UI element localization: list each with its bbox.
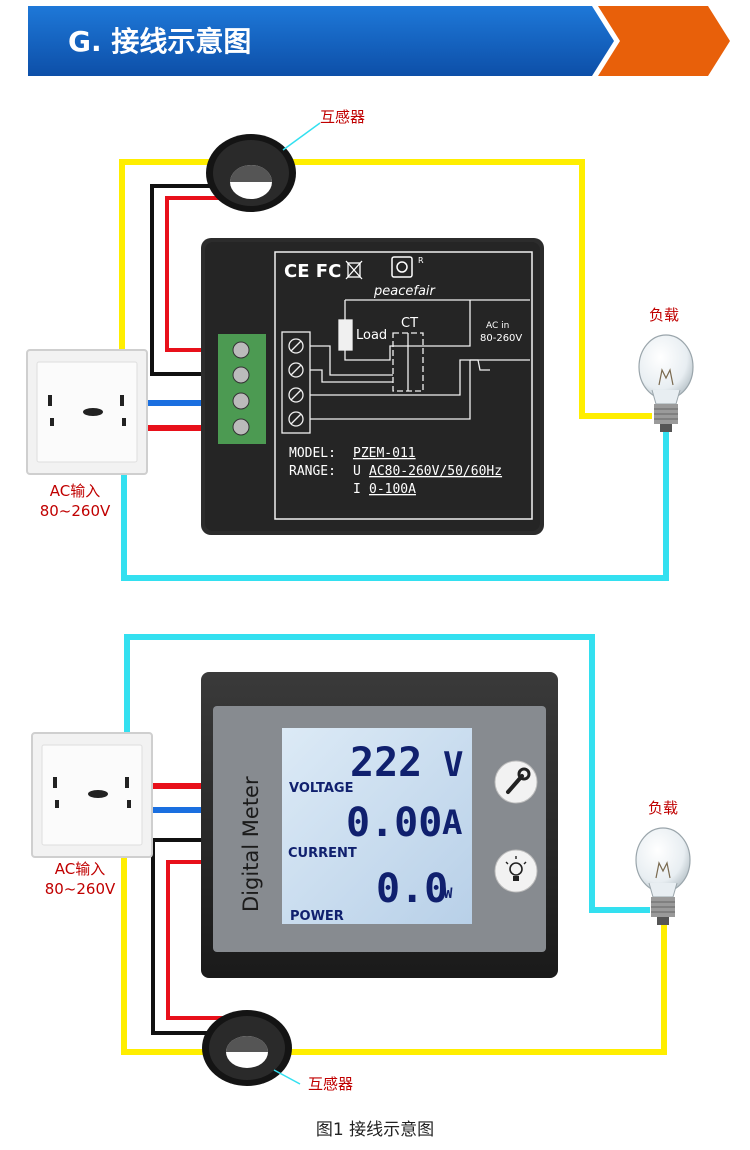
power-label: POWER	[290, 909, 344, 924]
ct-black-lead	[151, 838, 228, 1035]
current-transformer	[202, 1010, 292, 1086]
power-unit: W	[444, 886, 453, 902]
load-label: 负载	[648, 799, 678, 817]
ac-input-label: AC输入	[50, 482, 100, 500]
range-u-value: AC80-260V/50/60Hz	[369, 464, 502, 479]
ct-pointer-line	[273, 1069, 301, 1085]
ac-input-label: AC输入	[55, 860, 105, 878]
wall-socket	[26, 349, 148, 475]
ct-label: 互感器	[320, 108, 365, 126]
bulb-icon	[505, 856, 527, 881]
figure-caption: 图1 接线示意图	[316, 1120, 434, 1140]
backlight-button[interactable]	[494, 849, 538, 893]
ac-input-range: 80~260V	[45, 880, 116, 898]
current-label: CURRENT	[288, 846, 357, 861]
yellow-wire	[119, 159, 652, 419]
wall-socket	[31, 732, 153, 858]
meter-side-title: Digital Meter	[239, 776, 263, 912]
load-label: 负载	[649, 306, 679, 324]
cyan-wire	[124, 634, 650, 913]
power-reading: 0.0	[376, 866, 448, 912]
ct-label: 互感器	[308, 1075, 353, 1093]
voltage-reading: 222	[350, 740, 422, 786]
top-wiring-diagram: 互感器 AC输入 80~260V CE FC	[26, 108, 694, 581]
header-blue-band	[28, 6, 614, 76]
light-bulb-icon	[635, 827, 691, 925]
ct-black-lead	[150, 184, 242, 376]
weee-bin-icon	[347, 262, 361, 278]
range-u-prefix: U	[353, 464, 361, 479]
current-transformer	[206, 134, 296, 212]
voltage-unit: V	[443, 745, 463, 785]
peacefair-logo-icon	[391, 256, 413, 278]
range-i-prefix: I	[353, 482, 361, 497]
yellow-wire	[121, 808, 667, 1055]
ct-pointer-line	[282, 122, 321, 151]
schematic-ac-in-text: AC in	[486, 321, 509, 331]
model-label: MODEL:	[289, 446, 336, 461]
header-orange-arrow	[598, 6, 730, 76]
cyan-wire	[121, 430, 669, 581]
schematic-ac-in-range: 80-260V	[480, 333, 522, 344]
range-label: RANGE:	[289, 464, 336, 479]
ct-red-lead	[166, 860, 238, 1020]
wrench-icon	[506, 767, 531, 794]
model-value: PZEM-011	[353, 446, 416, 461]
lcd-screen	[282, 728, 472, 924]
certification-marks: CE FC	[284, 261, 341, 282]
current-unit: A	[442, 803, 462, 843]
settings-button[interactable]	[494, 760, 538, 804]
brand-name: peacefair	[373, 284, 437, 299]
meter-front: Digital Meter 222 V VOLTAGE 0.00 A CURRE…	[201, 672, 558, 978]
internal-schematic	[281, 299, 530, 434]
header-banner: G. 接线示意图	[28, 6, 730, 76]
current-reading: 0.00	[346, 800, 442, 846]
brand-registered-mark: R	[418, 256, 424, 265]
meter-back-panel: CE FC R peacefair	[201, 238, 544, 535]
schematic-load-text: Load	[356, 328, 387, 343]
section-title: G. 接线示意图	[68, 25, 251, 58]
light-bulb-icon	[638, 334, 694, 432]
ac-input-range: 80~260V	[40, 502, 111, 520]
bottom-wiring-diagram: AC输入 80~260V Digital Meter 222 V VOLTAGE…	[31, 634, 691, 1093]
voltage-label: VOLTAGE	[289, 781, 354, 796]
schematic-ct-text: CT	[401, 316, 418, 331]
range-i-value: 0-100A	[369, 482, 416, 497]
